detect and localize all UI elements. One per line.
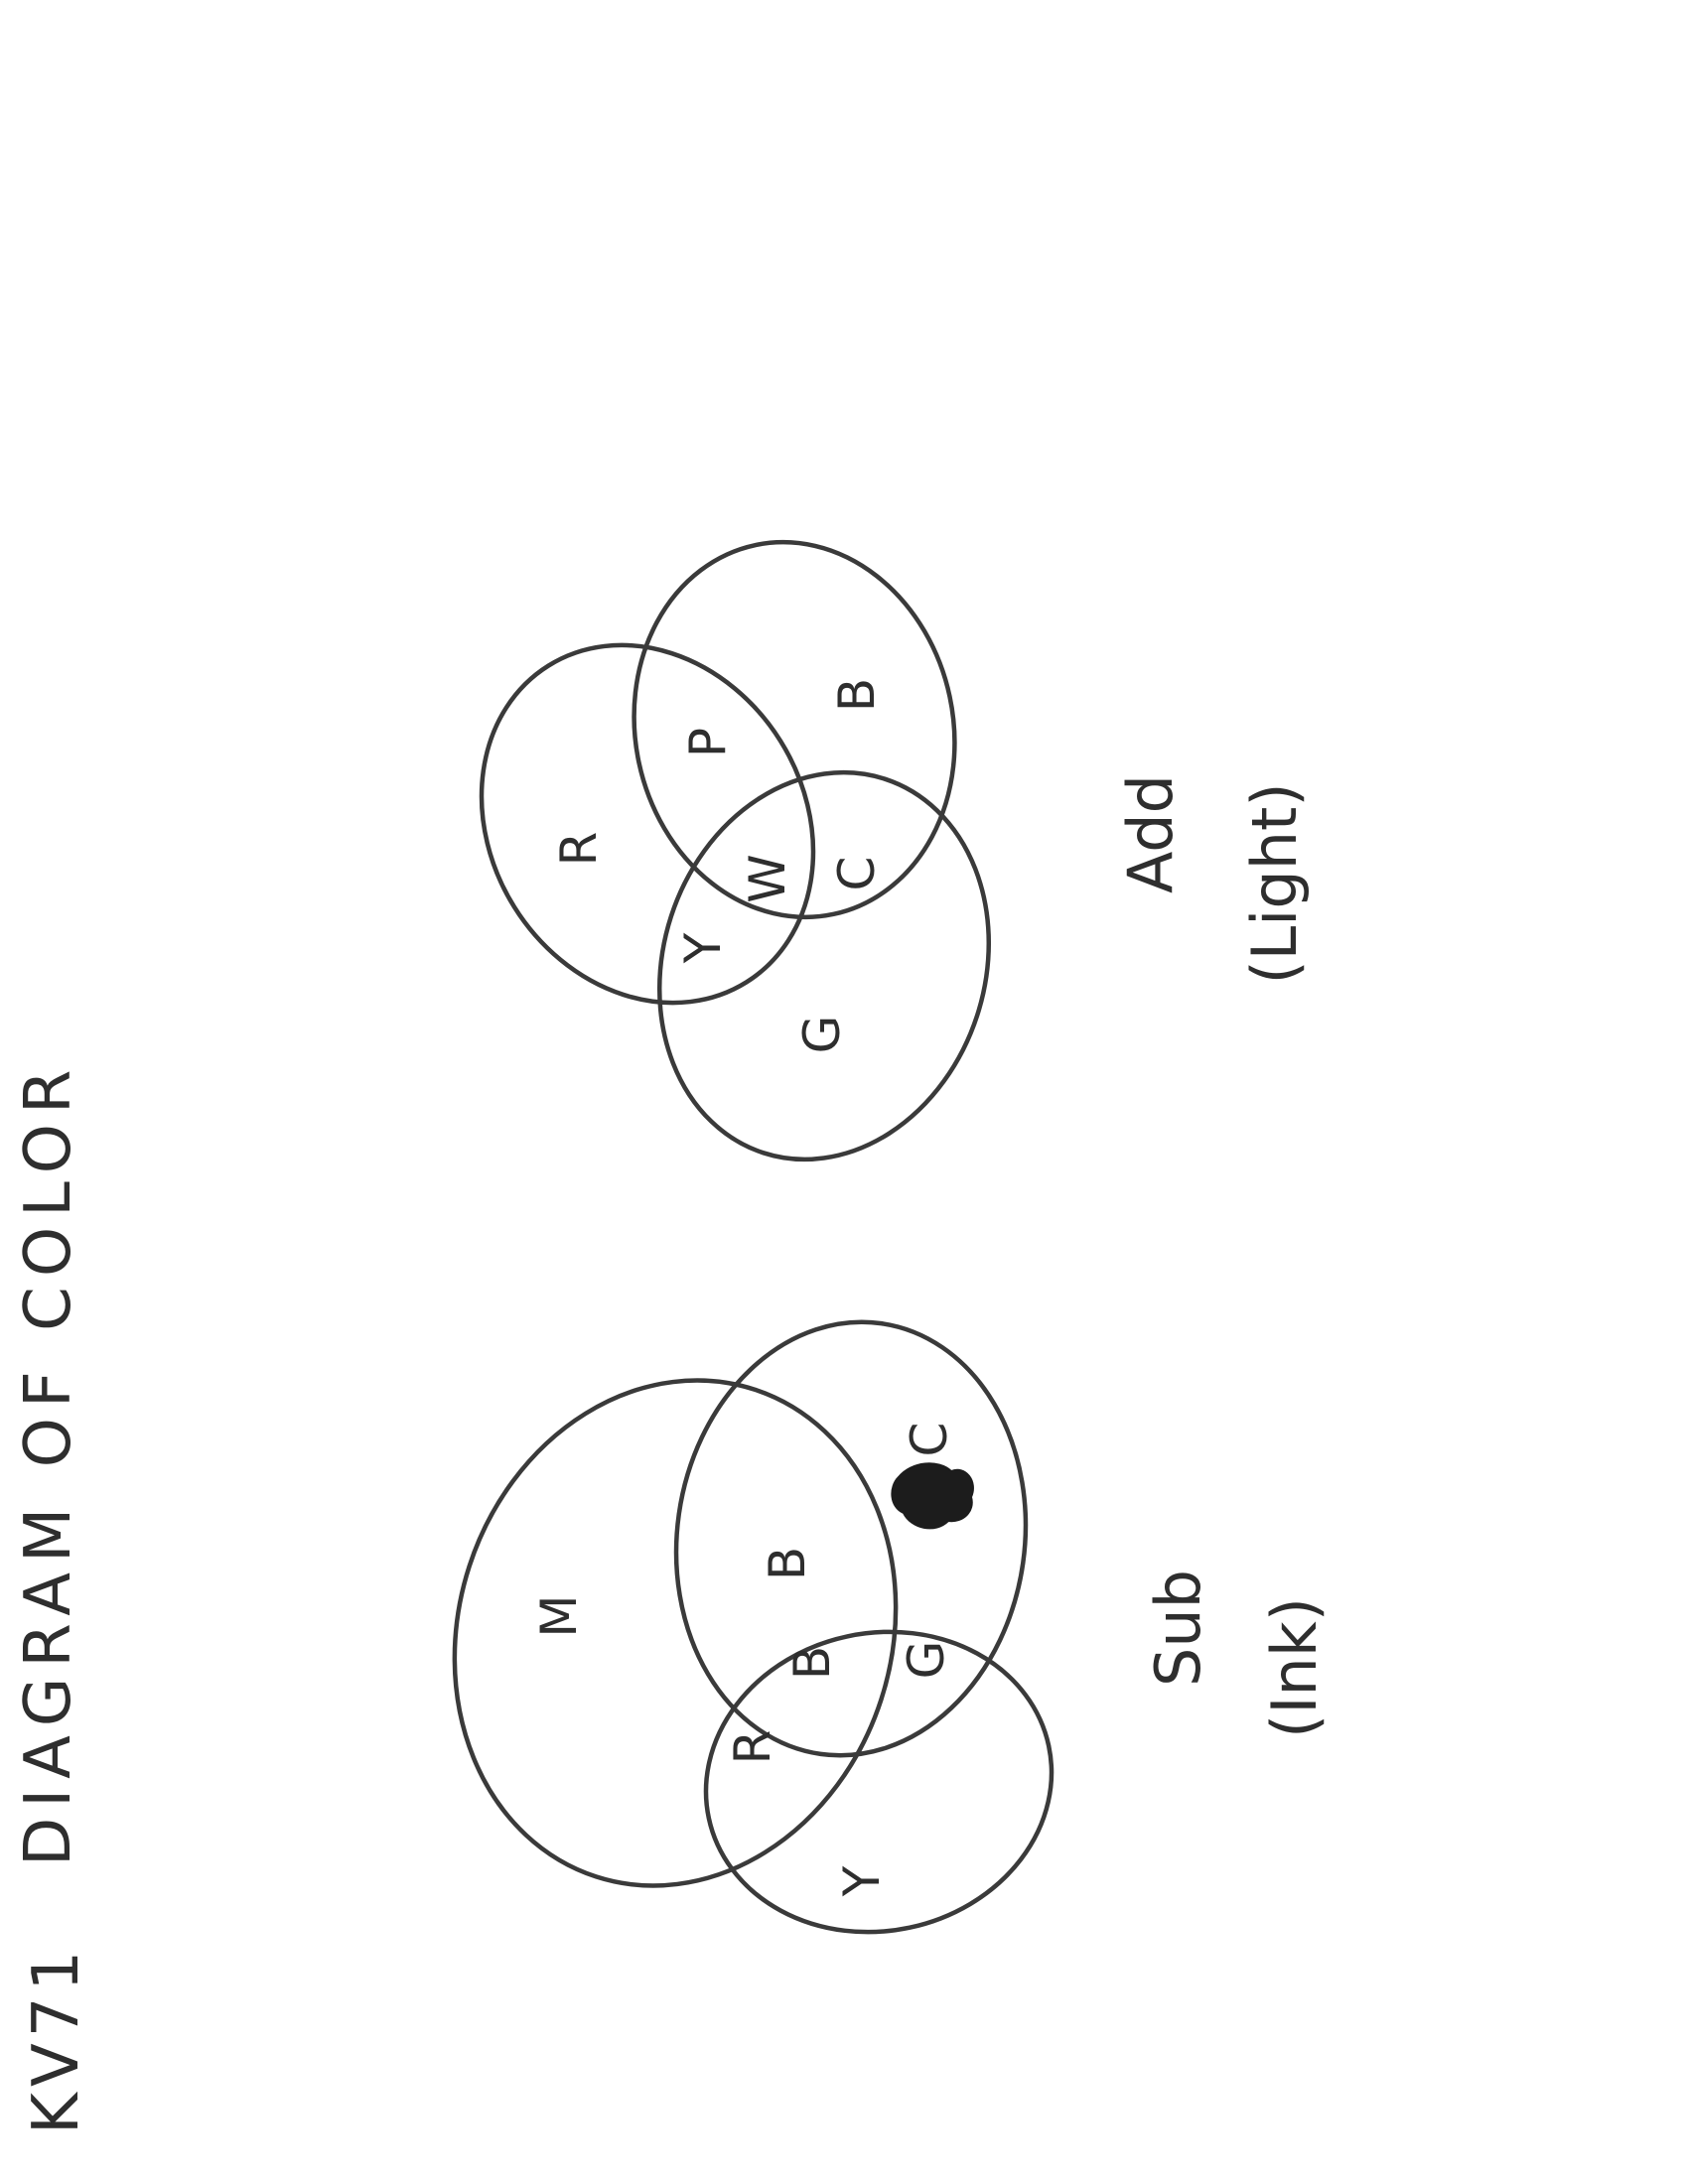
red-label: R <box>550 832 608 867</box>
yellow-label: Y <box>833 1865 891 1897</box>
magenta-label: M <box>530 1594 588 1637</box>
subtractive-caption: Sub <box>1142 1570 1214 1687</box>
green-label: G <box>898 1641 955 1680</box>
yellow-circle <box>703 1629 1055 1935</box>
white-label: W <box>739 854 796 902</box>
cyan-label: C <box>901 1423 958 1457</box>
blue-label: B <box>759 1547 816 1580</box>
page-code: KV71 <box>20 1945 93 2134</box>
cyan-circle <box>673 1319 1029 1758</box>
cyan-label: C <box>828 857 886 891</box>
center-black-label: B <box>783 1646 841 1680</box>
red-label: R <box>724 1730 781 1765</box>
yellow-label: Y <box>674 932 732 964</box>
blue-label: B <box>828 678 886 712</box>
additive-caption: Add <box>1114 774 1187 893</box>
purple-label: P <box>679 728 737 757</box>
blue-circle <box>632 539 957 920</box>
additive-subcaption: (Light) <box>1238 782 1311 984</box>
green-label: G <box>793 1016 851 1054</box>
subtractive-venn-diagram: M C Y B R G B Sub (Ink) <box>452 1319 1331 1935</box>
magenta-circle <box>452 1378 899 1888</box>
page-title: DIAGRAM OF COLOR <box>12 1060 85 1866</box>
black-center-blot <box>891 1462 974 1530</box>
green-circle <box>656 769 992 1162</box>
red-circle <box>479 642 816 1006</box>
subtractive-subcaption: (Ink) <box>1258 1597 1331 1738</box>
additive-venn-diagram: R B G P Y C W Add (Light) <box>479 539 1311 1162</box>
